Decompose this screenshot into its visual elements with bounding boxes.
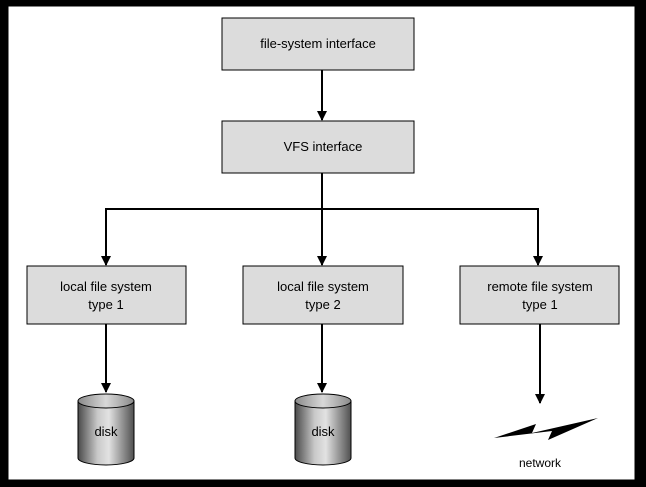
disk-2-label: disk [311, 424, 335, 439]
network-label: network [519, 456, 562, 470]
disk-cylinder-icon: disk [294, 393, 352, 466]
vfs-interface-label: VFS interface [284, 139, 363, 154]
lightning-bolt-icon: network [494, 418, 598, 470]
file-system-interface-box: file-system interface [221, 17, 415, 71]
local-fs-1-line2: type 1 [88, 297, 123, 312]
file-system-interface-label: file-system interface [260, 36, 376, 51]
local-fs-2-line1: local file system [277, 279, 369, 294]
remote-fs-1-line2: type 1 [522, 297, 557, 312]
local-fs-1-line1: local file system [60, 279, 152, 294]
disk-cylinder-icon: disk [77, 393, 135, 466]
local-file-system-type-1-box: local file system type 1 [26, 265, 187, 325]
remote-file-system-type-1-box: remote file system type 1 [459, 265, 620, 325]
vfs-interface-box: VFS interface [221, 120, 415, 174]
local-file-system-type-2-box: local file system type 2 [242, 265, 404, 325]
remote-fs-1-line1: remote file system [487, 279, 592, 294]
local-fs-2-line2: type 2 [305, 297, 340, 312]
disk-1-label: disk [94, 424, 118, 439]
